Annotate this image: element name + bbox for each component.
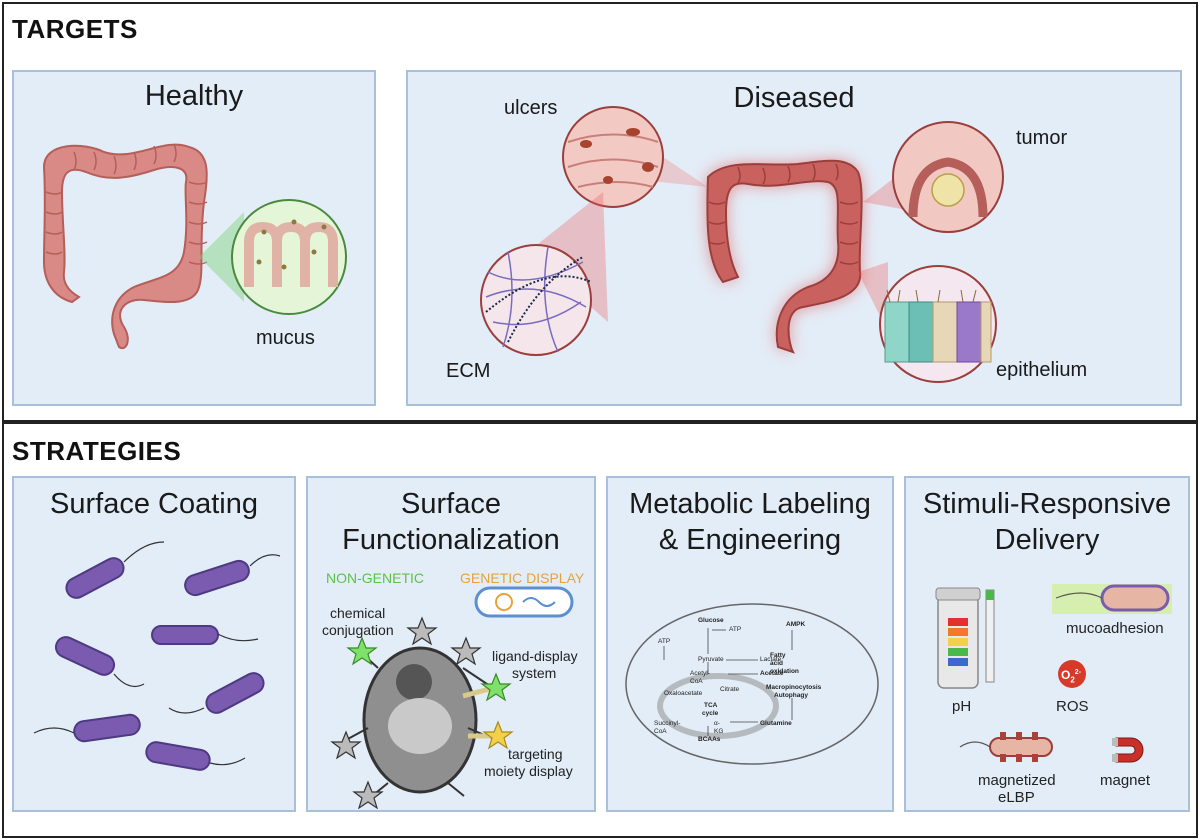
bacterium bbox=[65, 557, 125, 599]
bacterium bbox=[54, 636, 116, 676]
ph-label: pH bbox=[952, 698, 972, 715]
stimuli-title-1: Stimuli-Responsive bbox=[922, 488, 1172, 520]
metabolic-title-1: Metabolic Labeling bbox=[629, 488, 871, 520]
ros-sup: 2- bbox=[1074, 669, 1082, 676]
magnet-icon bbox=[1115, 737, 1144, 763]
strategies-heading: STRATEGIES bbox=[12, 436, 182, 466]
pathway-lactate: Lactate bbox=[760, 656, 782, 663]
pathway-succinyl: Succinyl-CoA bbox=[654, 720, 681, 735]
mucoadhesion-bacterium bbox=[1100, 584, 1170, 612]
ros-symbol: O22- bbox=[1061, 664, 1081, 688]
targeting-label-1: targeting bbox=[508, 746, 563, 762]
bacteria-group bbox=[33, 541, 281, 771]
pathway-pyruvate: Pyruvate bbox=[698, 656, 724, 663]
healthy-colon-illustration bbox=[42, 143, 347, 350]
pathway-akg: α-KG bbox=[714, 720, 724, 735]
pathway-oxaloacetate: Oxaloacetate bbox=[664, 690, 703, 697]
surface-functionalization-title-1: Surface bbox=[401, 488, 501, 520]
bacterium bbox=[145, 741, 211, 771]
mitochondrion bbox=[657, 673, 779, 739]
targets-section bbox=[2, 2, 1198, 422]
mucoadhesion-label: mucoadhesion bbox=[1066, 620, 1164, 637]
epithelium-cells bbox=[884, 301, 992, 363]
diseased-colon-illustration bbox=[480, 106, 1004, 383]
pathway-macropinocytosis: Macropinocytosis bbox=[766, 684, 822, 691]
pathway-bcaas: BCAAs bbox=[698, 736, 721, 743]
ulcers-label: ulcers bbox=[504, 97, 558, 119]
ligand-display-label-2: system bbox=[512, 665, 557, 681]
ph-strip bbox=[985, 589, 995, 683]
non-genetic-label: NON-GENETIC bbox=[326, 570, 424, 586]
surface-coating-title: Surface Coating bbox=[50, 488, 258, 520]
magnetized-label-1: magnetized bbox=[978, 772, 1056, 789]
star-marker bbox=[406, 616, 438, 646]
stimuli-illustrations bbox=[935, 584, 1172, 763]
bacterium bbox=[184, 559, 250, 597]
ulcers-zoom-circle bbox=[562, 106, 664, 208]
star-marker bbox=[450, 636, 482, 666]
engineered-cell-illustration bbox=[330, 586, 574, 810]
healthy-title: Healthy bbox=[144, 80, 244, 112]
surface-functionalization-title-2: Functionalization bbox=[342, 524, 560, 556]
tumor-label: tumor bbox=[1016, 127, 1068, 149]
ligand-star bbox=[480, 672, 512, 702]
targeting-star bbox=[482, 720, 514, 750]
pathway-acetyl-coa: Acetyl-CoA bbox=[690, 670, 710, 685]
diseased-panel: Diseased bbox=[406, 70, 1182, 406]
ros-label: ROS bbox=[1056, 698, 1089, 715]
pathway-acetate: Acetate bbox=[760, 670, 784, 677]
surface-coating-panel: Surface Coating bbox=[12, 476, 296, 812]
mucus-zoom-cone bbox=[199, 212, 244, 302]
cell-boundary bbox=[625, 603, 879, 765]
diseased-title: Diseased bbox=[733, 82, 855, 114]
chemical-conjugation-label-1: chemical bbox=[330, 605, 386, 621]
stimuli-title-2: Delivery bbox=[994, 524, 1100, 556]
chemical-star bbox=[346, 636, 378, 666]
magnetized-bacterium bbox=[989, 737, 1053, 757]
mucus-villi bbox=[244, 221, 338, 287]
pathway-glucose: Glucose bbox=[698, 617, 724, 624]
healthy-colon bbox=[42, 143, 208, 350]
targets-heading: TARGETS bbox=[12, 14, 138, 44]
metabolic-pathway-diagram bbox=[625, 603, 879, 765]
star-marker bbox=[352, 780, 384, 810]
magnet-label: magnet bbox=[1100, 772, 1151, 789]
bacterium bbox=[205, 672, 265, 714]
surface-functionalization-panel: Surface Functionalization NON-GENETIC GE… bbox=[306, 476, 596, 812]
ros-o: O bbox=[1061, 668, 1071, 682]
magnetized-label-2: eLBP bbox=[998, 789, 1035, 806]
pathway-atp-top: ATP bbox=[729, 626, 742, 633]
ligand-display-label-1: ligand-display bbox=[492, 648, 578, 664]
healthy-panel: Healthy mucus bbox=[12, 70, 376, 406]
ecm-label: ECM bbox=[446, 360, 491, 382]
diseased-colon bbox=[706, 159, 863, 354]
tumor-mass bbox=[931, 173, 965, 207]
chemical-conjugation-label-2: conjugation bbox=[322, 622, 394, 638]
bacterium bbox=[73, 713, 141, 743]
pathway-fatty-acid: Fatty acid oxidation bbox=[770, 652, 799, 675]
metabolic-panel: Metabolic Labeling & Engineering Glucose… bbox=[606, 476, 894, 812]
bacterium bbox=[151, 625, 219, 645]
pathway-atp-left: ATP bbox=[658, 638, 671, 645]
epithelium-label: epithelium bbox=[996, 359, 1088, 381]
mucus-label: mucus bbox=[256, 327, 315, 349]
genetic-display-label: GENETIC DISPLAY bbox=[460, 570, 585, 586]
pathway-cycle: cycle bbox=[702, 710, 719, 717]
ros-sub: 2 bbox=[1070, 675, 1075, 685]
star-marker bbox=[330, 730, 362, 760]
ros-bubble bbox=[1058, 660, 1086, 688]
pathway-citrate: Citrate bbox=[720, 686, 740, 693]
targeting-label-2: moiety display bbox=[484, 763, 573, 779]
pathway-tca: TCA bbox=[704, 702, 718, 709]
pathway-glutamine: Glutamine bbox=[760, 720, 792, 727]
stimuli-panel: Stimuli-Responsive Delivery O22 bbox=[904, 476, 1190, 812]
metabolic-title-2: & Engineering bbox=[658, 524, 842, 556]
pathway-ampk: AMPK bbox=[786, 621, 806, 628]
pathway-autophagy: Autophagy bbox=[774, 692, 808, 699]
strategies-section bbox=[2, 422, 1198, 838]
